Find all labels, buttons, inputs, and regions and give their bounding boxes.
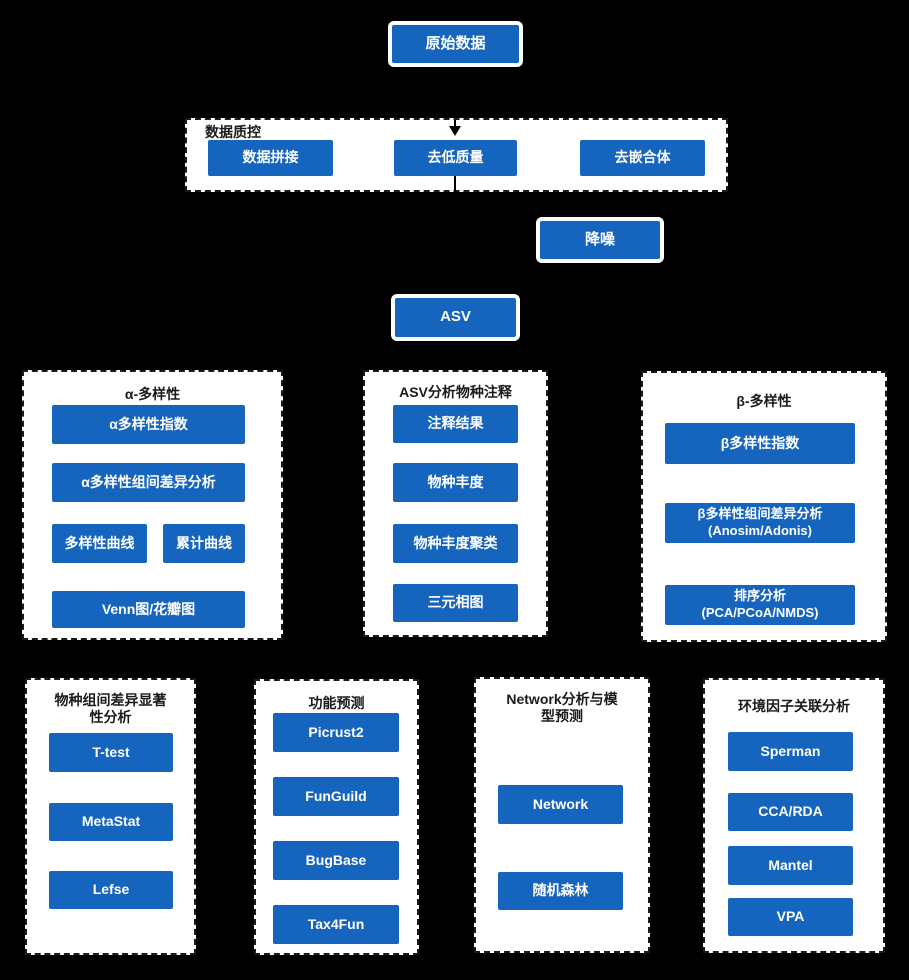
node-alpha-group-difference: α多样性组间差异分析 [52,463,245,502]
node-beta-diversity-index: β多样性指数 [665,423,855,464]
connector-arrowhead-down [449,126,461,136]
panel-title-beta-diversity: β-多样性 [736,393,792,409]
node-asv: ASV [391,294,520,341]
node-alpha-diversity-index: α多样性指数 [52,405,245,444]
panel-environment-association: 环境因子关联分析 Sperman CCA/RDA Mantel VPA [703,678,885,953]
node-picrust2: Picrust2 [273,713,399,752]
node-ordination-analysis-pca-pcoa-nmds: 排序分析 (PCA/PCoA/NMDS) [665,585,855,625]
connector-exit-line [454,176,456,194]
node-random-forest: 随机森林 [498,872,623,910]
node-funguild: FunGuild [273,777,399,816]
node-tax4fun: Tax4Fun [273,905,399,944]
node-metastat: MetaStat [49,803,173,841]
node-species-abundance: 物种丰度 [393,463,518,502]
panel-species-difference: 物种组间差异显著 性分析 T-test MetaStat Lefse [25,678,196,955]
connector-arrow-shaft [454,120,456,127]
node-venn-petal-diagram: Venn图/花瓣图 [52,591,245,628]
node-abundance-clustering: 物种丰度聚类 [393,524,518,563]
node-beta-group-difference-anosim-adonis: β多样性组间差异分析 (Anosim/Adonis) [665,503,855,543]
panel-title-data-qc: 数据质控 [205,124,261,140]
node-vpa: VPA [728,898,853,936]
panel-asv-annotation: ASV分析物种注释 注释结果 物种丰度 物种丰度聚类 三元相图 [363,370,548,637]
panel-title-function-prediction: 功能预测 [308,695,365,711]
node-bugbase: BugBase [273,841,399,880]
panel-alpha-diversity: α-多样性 α多样性指数 α多样性组间差异分析 多样性曲线 累计曲线 Venn图… [22,370,283,640]
panel-data-qc: 数据质控 数据拼接 去低质量 去嵌合体 [185,118,728,194]
panel-title-network-model: Network分析与模 型预测 [506,691,618,724]
panel-title-alpha-diversity: α-多样性 [124,386,181,402]
node-data-merge: 数据拼接 [208,140,333,176]
panel-title-asv-annotation: ASV分析物种注释 [399,384,512,400]
node-raw-data: 原始数据 [388,21,523,67]
node-accumulation-curve: 累计曲线 [163,524,245,563]
node-sperman: Sperman [728,732,853,771]
node-lefse: Lefse [49,871,173,909]
panel-function-prediction: 功能预测 Picrust2 FunGuild BugBase Tax4Fun [254,679,419,955]
node-network: Network [498,785,623,824]
panel-beta-diversity: β-多样性 β多样性指数 β多样性组间差异分析 (Anosim/Adonis) … [641,371,887,642]
node-denoise: 降噪 [536,217,664,263]
node-mantel: Mantel [728,846,853,885]
node-diversity-curve: 多样性曲线 [52,524,147,563]
panel-network-model: Network分析与模 型预测 Network 随机森林 [474,677,650,953]
node-ternary-plot: 三元相图 [393,584,518,622]
node-cca-rda: CCA/RDA [728,793,853,831]
panel-title-species-difference: 物种组间差异显著 性分析 [54,692,167,725]
node-annotation-result: 注释结果 [393,405,518,443]
node-remove-low-quality: 去低质量 [394,140,517,176]
panel-title-environment-association: 环境因子关联分析 [738,698,850,714]
node-remove-chimera: 去嵌合体 [580,140,705,176]
node-t-test: T-test [49,733,173,772]
